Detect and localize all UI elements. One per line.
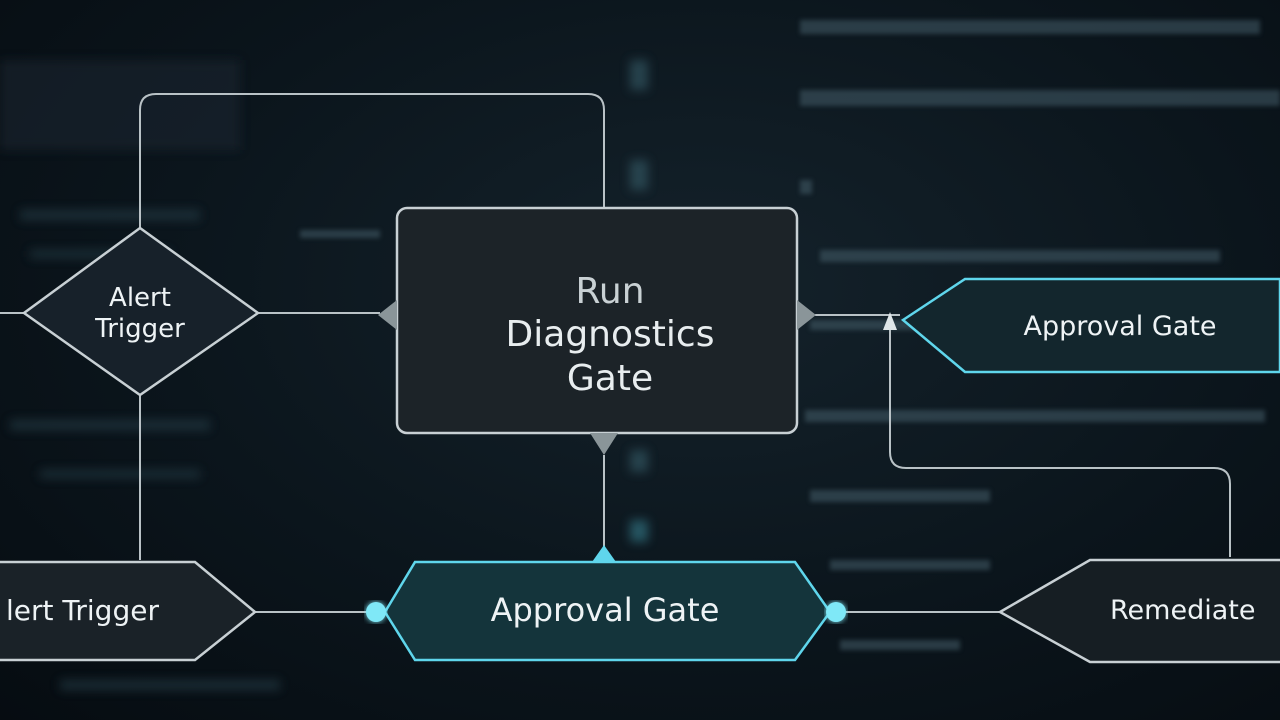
alert-trigger-top-line1: Alert bbox=[109, 282, 171, 313]
port-left-icon bbox=[366, 602, 386, 622]
alert-trigger-bottom-node[interactable] bbox=[0, 560, 257, 662]
alert-trigger-bottom-label: lert Trigger bbox=[6, 594, 159, 628]
run-diagnostics-node[interactable] bbox=[378, 206, 816, 455]
alert-trigger-top-node[interactable] bbox=[21, 226, 261, 397]
edges bbox=[0, 93, 1231, 613]
edge-remediate-to-approval-right bbox=[889, 322, 1231, 557]
run-diagnostics-line2: Diagnostics bbox=[505, 314, 715, 356]
approval-gate-right-label: Approval Gate bbox=[1023, 310, 1217, 342]
edge-alert-top-loop-to-diagnostics bbox=[139, 93, 605, 228]
port-right-icon bbox=[826, 602, 846, 622]
run-diagnostics-line3: Gate bbox=[566, 357, 654, 399]
run-diagnostics-label: Run Diagnostics Gate bbox=[400, 250, 820, 420]
run-diagnostics-line1: Run bbox=[575, 271, 645, 313]
approval-gate-right-node[interactable] bbox=[900, 277, 1280, 374]
alert-trigger-top-line2: Trigger bbox=[95, 314, 185, 344]
alert-trigger-top-label: Alert Trigger bbox=[60, 262, 220, 366]
arrowhead-icon bbox=[883, 312, 897, 330]
remediate-label: Remediate bbox=[1110, 594, 1256, 626]
approval-gate-bottom-label: Approval Gate bbox=[490, 590, 720, 629]
remediate-node[interactable] bbox=[997, 558, 1280, 664]
